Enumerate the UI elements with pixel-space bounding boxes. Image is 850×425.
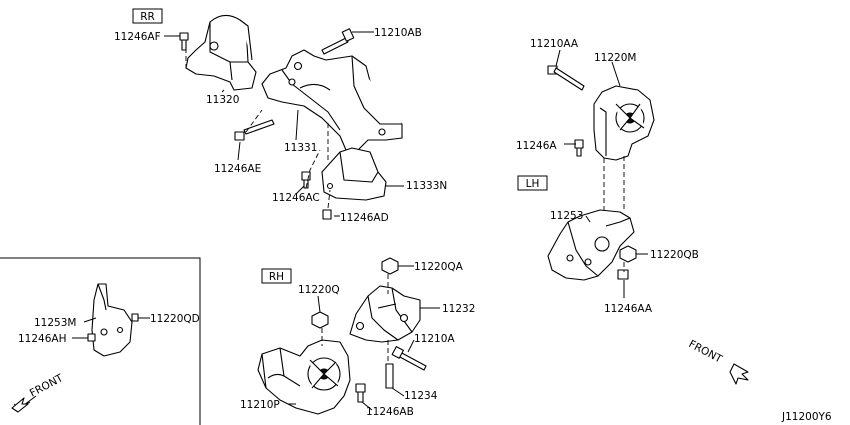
front-arrow-right: FRONT bbox=[687, 338, 749, 385]
section-tag-rh: RH bbox=[261, 268, 292, 284]
label-11234: 11234 bbox=[404, 390, 438, 402]
rear-lower-bracket-part bbox=[321, 147, 387, 201]
label-11210AB: 11210AB bbox=[374, 27, 422, 39]
bolt-11246A bbox=[574, 139, 584, 157]
front-left-label: FRONT bbox=[28, 372, 66, 400]
label-11210AA: 11210AA bbox=[530, 38, 579, 50]
section-lh-label: LH bbox=[526, 178, 540, 190]
nut-11220QB bbox=[619, 245, 637, 263]
label-11220QA: 11220QA bbox=[414, 261, 464, 273]
label-11253: 11253 bbox=[550, 210, 583, 222]
nut-11220Q bbox=[311, 311, 329, 329]
label-11246AA: 11246AA bbox=[604, 303, 653, 315]
label-11246AF: 11246AF bbox=[114, 31, 161, 43]
stud-11234 bbox=[385, 363, 394, 389]
label-11210P: 11210P bbox=[240, 399, 280, 411]
label-11246AC: 11246AC bbox=[272, 192, 320, 204]
bolt-11246AA bbox=[617, 269, 629, 280]
rear-bracket-part bbox=[261, 49, 403, 151]
bolt-11246AD bbox=[322, 209, 332, 220]
nut-11220QA bbox=[381, 257, 399, 275]
inset-panel bbox=[0, 257, 201, 425]
bolt-11210A bbox=[391, 346, 427, 371]
bolt-11246AF bbox=[179, 32, 189, 51]
bolt-11246AB bbox=[355, 383, 366, 403]
label-11320: 11320 bbox=[206, 94, 239, 106]
bolt-11210AB bbox=[321, 28, 355, 55]
front-arrow-left: FRONT bbox=[11, 372, 66, 413]
leader-lines bbox=[72, 31, 648, 411]
front-right-label: FRONT bbox=[687, 338, 725, 366]
lh-bracket-part bbox=[547, 209, 635, 281]
section-rr-label: RR bbox=[140, 11, 155, 23]
label-11220M: 11220M bbox=[594, 52, 636, 64]
inset-bracket-part bbox=[87, 283, 139, 357]
label-11220QB: 11220QB bbox=[650, 249, 699, 261]
diagram-code: J11200Y6 bbox=[781, 411, 832, 423]
label-11210A: 11210A bbox=[414, 333, 455, 345]
rh-insulator-part bbox=[257, 339, 351, 415]
label-11333N: 11333N bbox=[406, 180, 447, 192]
label-11220QD: 11220QD bbox=[150, 313, 200, 325]
label-11246AB: 11246AB bbox=[366, 406, 414, 418]
rear-insulator-part bbox=[185, 14, 257, 91]
lh-insulator-part bbox=[593, 85, 655, 161]
label-11253M: 11253M bbox=[34, 317, 76, 329]
label-11246AD: 11246AD bbox=[340, 212, 389, 224]
rh-bracket-part bbox=[349, 285, 421, 343]
bolt-11210AA bbox=[547, 65, 585, 91]
label-11232: 11232 bbox=[442, 303, 475, 315]
section-rh-label: RH bbox=[269, 271, 284, 283]
bolt-11246AE bbox=[234, 119, 275, 141]
label-11246AH: 11246AH bbox=[18, 333, 66, 345]
label-11220Q: 11220Q bbox=[298, 284, 340, 296]
bolt-11246AC bbox=[301, 171, 311, 189]
label-11331: 11331 bbox=[284, 142, 317, 154]
section-tag-rr: RR bbox=[132, 8, 163, 24]
label-11246A: 11246A bbox=[516, 140, 557, 152]
section-tag-lh: LH bbox=[517, 175, 548, 191]
label-11246AE: 11246AE bbox=[214, 163, 261, 175]
